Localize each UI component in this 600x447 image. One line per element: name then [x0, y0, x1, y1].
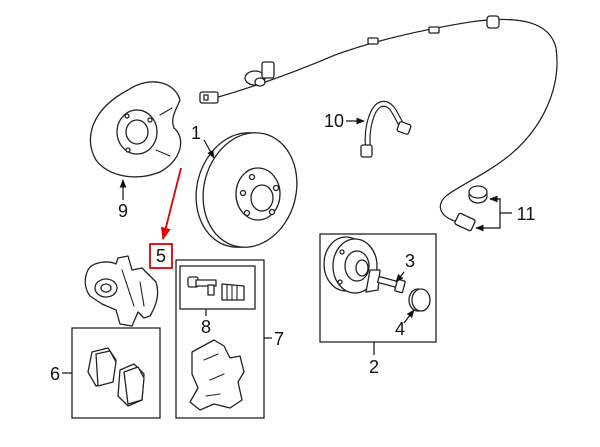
- callout-10: 10: [324, 111, 344, 131]
- hub-cap: [408, 288, 431, 312]
- brake-hose: [360, 100, 412, 158]
- hub-bolt: [376, 275, 406, 294]
- callout-2: 2: [369, 357, 379, 377]
- splash-shield: [89, 81, 182, 178]
- callout-9: 9: [118, 201, 128, 221]
- wheel-hub: [323, 236, 381, 294]
- highlight-box: [149, 243, 173, 269]
- kit-box-6: [71, 327, 161, 419]
- brake-caliper: [84, 255, 159, 327]
- abs-sensor-wire: [199, 15, 558, 232]
- callout-8: 8: [201, 317, 211, 337]
- callout-11: 11: [517, 204, 536, 224]
- callout-1: 1: [191, 123, 201, 143]
- leader-lines: [62, 117, 512, 374]
- guide-pins: [187, 276, 245, 301]
- kit-box-8: [179, 265, 256, 310]
- kit-box-7: [175, 259, 265, 419]
- callout-7: 7: [274, 329, 284, 349]
- callout-3: 3: [405, 251, 415, 271]
- kit-box-2: [319, 233, 437, 343]
- brake-pads: [87, 347, 145, 407]
- caliper-bracket: [189, 339, 245, 411]
- brake-rotor: [195, 132, 298, 248]
- callout-5: 5: [156, 246, 166, 266]
- callout-4: 4: [395, 319, 405, 339]
- highlight-arrow: [160, 167, 182, 241]
- callout-6: 6: [50, 364, 60, 384]
